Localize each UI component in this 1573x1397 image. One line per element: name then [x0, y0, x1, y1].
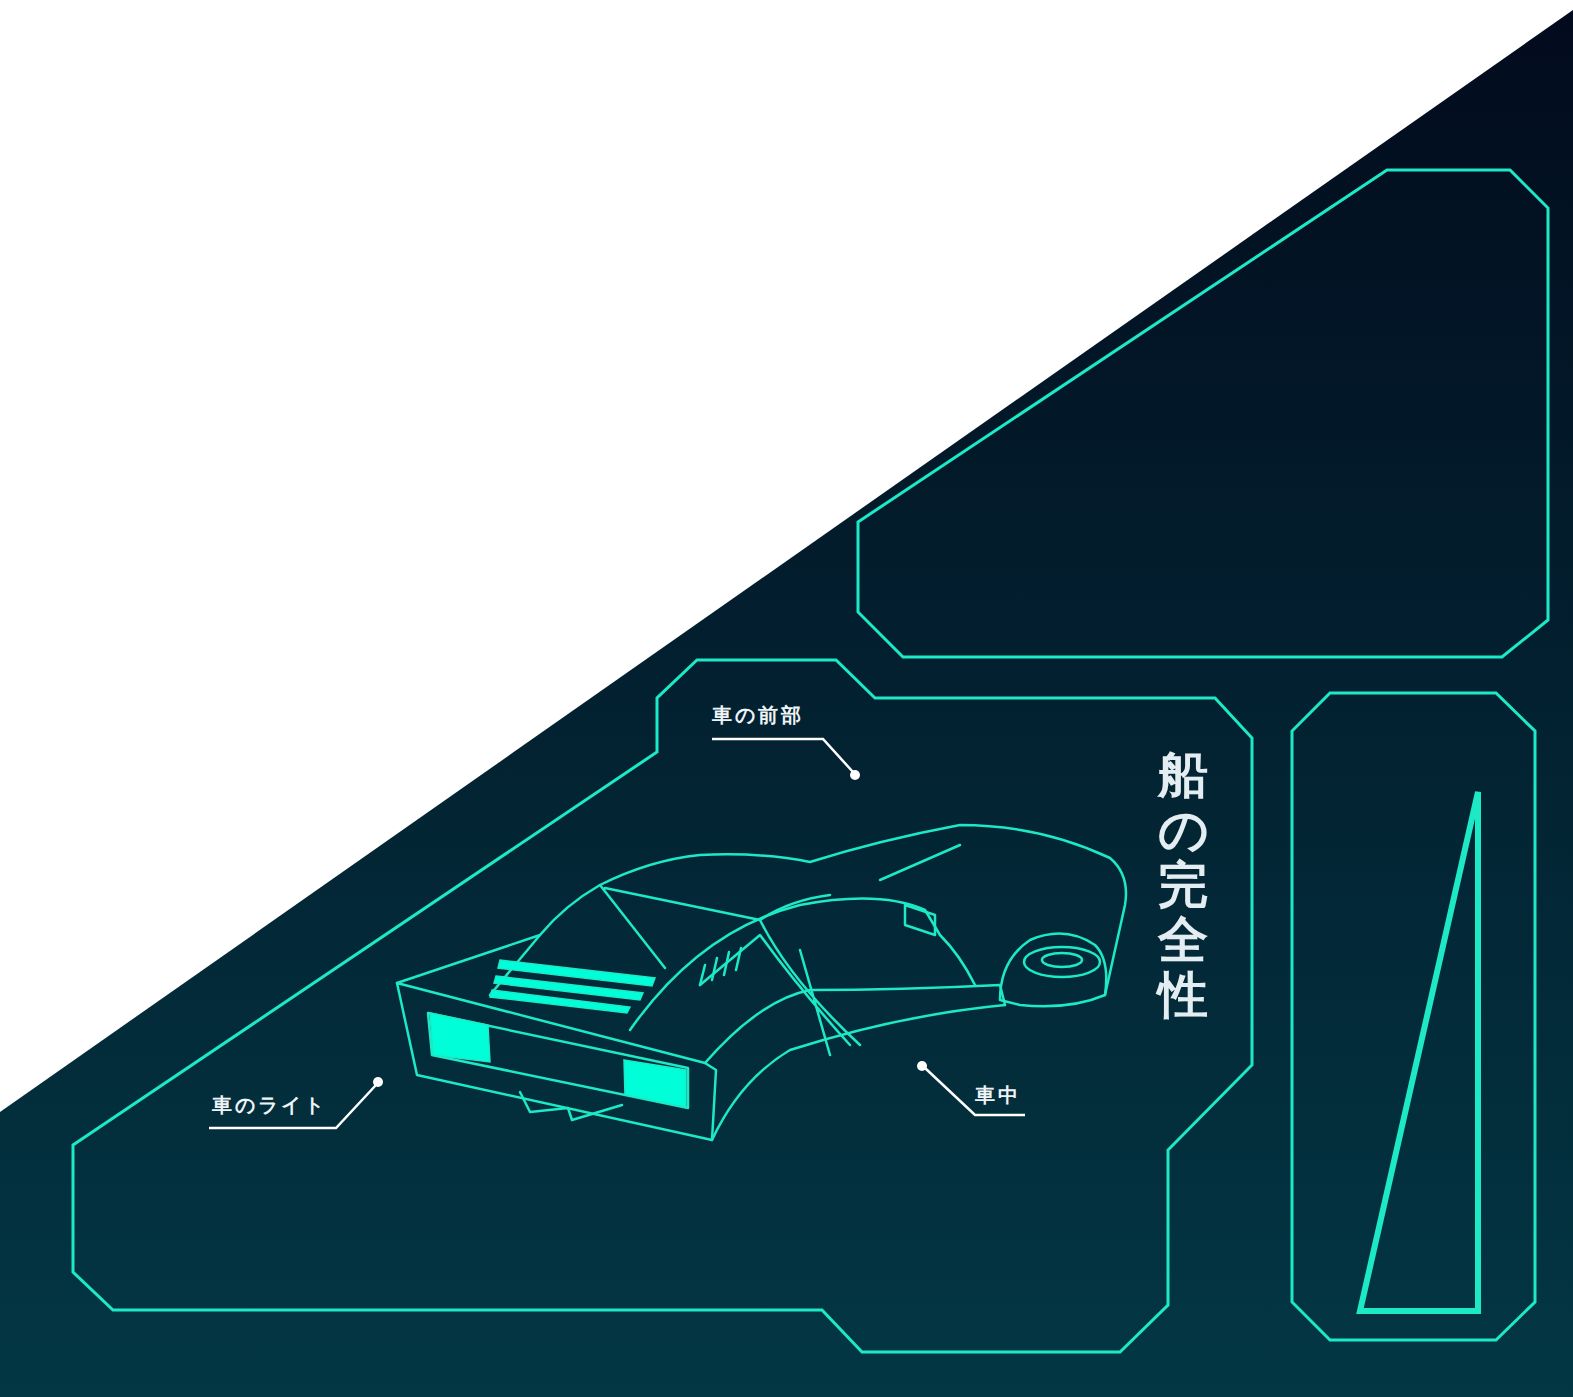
car-light-bar — [428, 1013, 688, 1108]
car-headlight — [624, 1060, 686, 1107]
leader-lines — [209, 739, 1025, 1128]
car-thruster-ring — [1024, 947, 1100, 977]
car-rear-thruster — [1000, 934, 1106, 1007]
car-door-lines — [700, 920, 860, 1055]
vertical-title: 船の完全性 — [1158, 748, 1208, 1023]
callout-label: 車中 — [975, 1082, 1021, 1109]
car-front-face — [397, 983, 716, 1140]
car-side-line — [705, 985, 1005, 1063]
top-panel — [858, 170, 1548, 657]
leader-dot — [373, 1077, 383, 1087]
car-cabin — [630, 899, 975, 1030]
callout-label: 車のライト — [212, 1092, 327, 1119]
leader-dot — [917, 1061, 927, 1071]
leader-dots — [373, 770, 927, 1087]
car-roof-details — [880, 845, 960, 935]
car-lower-side — [712, 1005, 1005, 1140]
car-hood-vents — [490, 960, 655, 1013]
triangle-gauge — [1360, 792, 1478, 1311]
car-headlights — [430, 960, 686, 1107]
leader-dot — [850, 770, 860, 780]
car-headlight — [430, 1013, 490, 1062]
car-underside — [520, 1092, 622, 1120]
main-panel — [73, 660, 1252, 1352]
dark-ground — [0, 10, 1573, 1397]
leader-line — [209, 1085, 376, 1128]
leader-line — [925, 1068, 1025, 1115]
car-side-vents — [700, 948, 741, 985]
leader-line — [712, 739, 853, 772]
car-hood-lines — [490, 885, 830, 995]
car-illustration — [397, 825, 1126, 1140]
callout-label: 車の前部 — [712, 702, 804, 729]
car-thruster-core — [1042, 953, 1082, 967]
side-panel — [1292, 693, 1535, 1340]
